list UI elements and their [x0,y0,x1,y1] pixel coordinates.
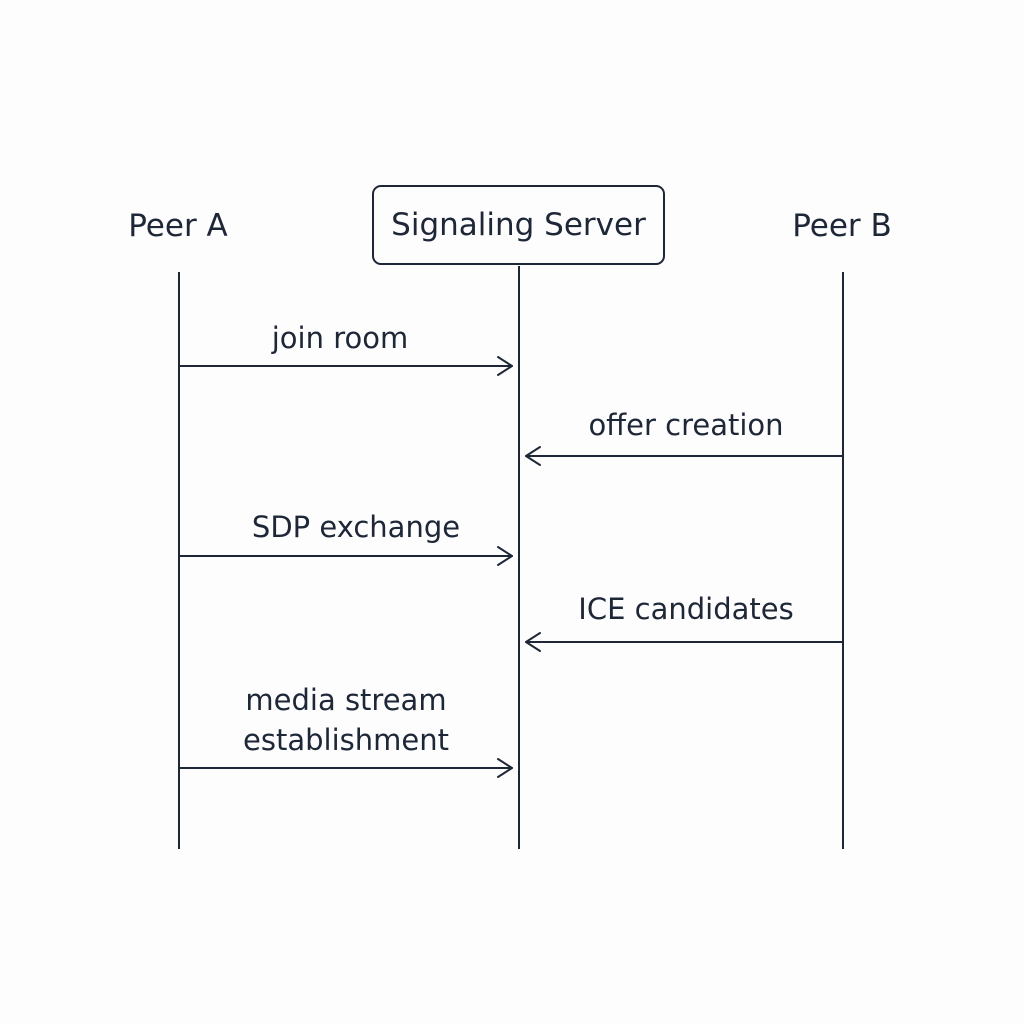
lifeline-peer-b [842,272,844,849]
message-arrow-media-stream [179,758,513,778]
lifeline-peer-a [178,272,180,849]
actor-signaling-server-box: Signaling Server [372,185,665,265]
message-label-join-room: join room [271,321,409,355]
message-label-sdp-exchange: SDP exchange [251,510,461,544]
message-arrow-offer-creation [525,446,843,466]
actor-peer-a-label: Peer A [128,208,228,244]
lifeline-signaling-server [518,266,520,849]
message-label-offer-creation: offer creation [588,408,784,442]
actor-peer-b-label: Peer B [792,208,892,244]
message-arrow-sdp-exchange [179,546,513,566]
message-arrow-join-room [179,356,513,376]
actor-signaling-server-label: Signaling Server [391,207,646,243]
message-label-ice-candidates: ICE candidates [578,592,794,626]
message-arrow-ice-candidates [525,632,843,652]
message-label-media-stream: media stream establishment [243,683,449,757]
